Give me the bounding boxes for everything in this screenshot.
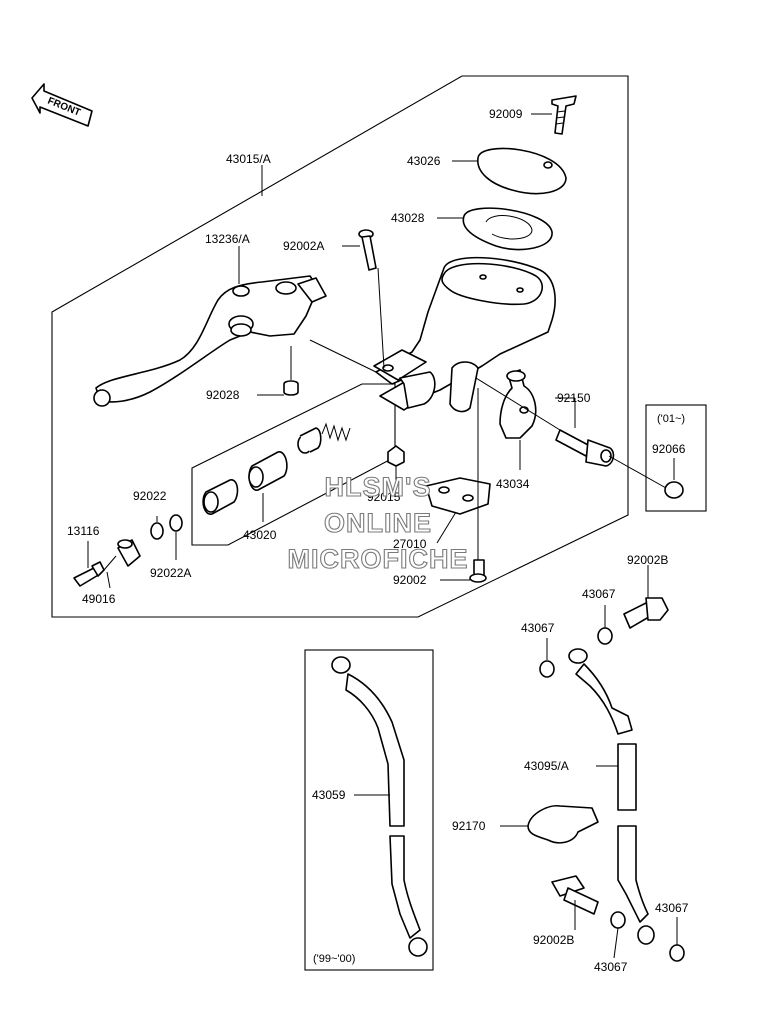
part-92002-screw xyxy=(469,559,487,583)
part-43059-hose xyxy=(331,656,428,957)
part-43067-washer-a xyxy=(597,627,613,645)
label-43034: 43034 xyxy=(496,477,530,491)
label-92022A: 92022A xyxy=(150,566,191,580)
part-92022-circlip xyxy=(150,522,164,540)
part-43067-washer-d xyxy=(669,944,685,962)
master-cylinder-body xyxy=(373,256,556,413)
label-92066: 92066 xyxy=(652,442,686,456)
label-43020: 43020 xyxy=(243,528,277,542)
part-92028-bushing xyxy=(283,380,299,396)
label-92028: 92028 xyxy=(206,388,240,402)
part-13116-pin xyxy=(73,561,105,587)
label-43028: 43028 xyxy=(391,211,425,225)
assembly-frame-43015A xyxy=(51,75,629,618)
label-92015: 92015 xyxy=(367,490,401,504)
note-year-99-00: ('99~'00) xyxy=(313,953,355,965)
label-43015A: 43015/A xyxy=(226,152,271,166)
part-92150-bolt xyxy=(555,429,615,467)
watermark-line-1: HLSM'S xyxy=(325,472,432,502)
label-92002: 92002 xyxy=(393,573,427,587)
label-92009: 92009 xyxy=(489,107,523,121)
part-92009-screw xyxy=(551,95,577,135)
watermark-line-3: MICROFICHE xyxy=(288,544,469,574)
watermark: HLSM'S ONLINE MICROFICHE xyxy=(287,471,469,574)
label-43026: 43026 xyxy=(407,154,441,168)
label-92150: 92150 xyxy=(557,391,591,405)
part-43067-washer-b xyxy=(539,660,555,678)
label-92002A: 92002A xyxy=(283,239,324,253)
part-43028-diaphragm xyxy=(462,207,553,251)
part-92022A-washer xyxy=(169,514,183,532)
label-13116: 13116 xyxy=(67,524,100,538)
label-49016: 49016 xyxy=(82,592,116,606)
watermark-line-2: ONLINE xyxy=(324,508,432,538)
label-43067-d: 43067 xyxy=(655,901,689,915)
label-43067-a: 43067 xyxy=(582,587,616,601)
part-92066-plug xyxy=(664,481,684,499)
label-43067-b: 43067 xyxy=(521,621,555,635)
part-49016-adjuster xyxy=(117,539,141,567)
label-92002B-top: 92002B xyxy=(627,553,668,567)
year-box-99-00 xyxy=(304,649,434,971)
part-92002B-bottom-bolt xyxy=(551,875,599,915)
part-92170-clamp xyxy=(527,804,599,844)
label-92002B-bottom: 92002B xyxy=(533,933,574,947)
part-92015-nut xyxy=(387,445,405,467)
year-box-01 xyxy=(645,404,707,512)
part-43026-cap xyxy=(477,147,567,195)
part-43067-washer-c xyxy=(610,911,626,929)
note-year-01: ('01~) xyxy=(657,413,685,425)
label-43067-c: 43067 xyxy=(594,960,628,974)
label-43095A: 43095/A xyxy=(524,759,569,773)
part-27010-switch xyxy=(425,477,491,515)
label-92022: 92022 xyxy=(133,489,167,503)
label-43059: 43059 xyxy=(312,788,346,802)
part-13236A-lever xyxy=(93,275,327,407)
part-43020-piston-kit xyxy=(202,422,351,515)
part-92002B-top-bolt xyxy=(623,597,669,629)
label-13236A: 13236/A xyxy=(205,232,250,246)
label-27010: 27010 xyxy=(393,537,427,551)
part-43095A-hose xyxy=(568,648,655,945)
label-92170: 92170 xyxy=(452,819,486,833)
front-arrow-icon: FRONT xyxy=(31,83,93,127)
part-92002A-screw xyxy=(358,229,377,271)
leader-lines xyxy=(87,113,678,959)
